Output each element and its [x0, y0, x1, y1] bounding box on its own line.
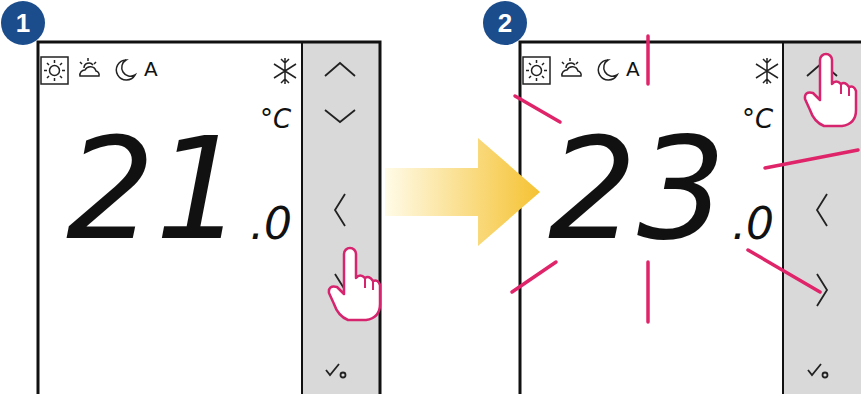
step-number: 1	[16, 10, 30, 36]
step-badge: 2	[483, 1, 527, 45]
mode-letter: A	[144, 59, 158, 79]
blink-rays	[470, 36, 858, 322]
temperature-decimal: .0	[732, 202, 774, 246]
unit-symbol: °C	[260, 106, 291, 132]
pointing-hand	[329, 248, 380, 320]
mode-letter: A	[626, 59, 640, 79]
pointing-hand	[805, 54, 856, 126]
strip-divider	[301, 42, 303, 394]
display-frame	[520, 42, 861, 394]
button-strip	[302, 43, 379, 394]
temperature-digits: 21	[66, 120, 244, 260]
button-strip	[783, 43, 861, 394]
display-frame	[38, 42, 380, 394]
temperature-decimal: .0	[250, 202, 292, 246]
mode-icons	[41, 57, 296, 84]
mode-icons	[523, 57, 778, 84]
strip-divider	[782, 42, 784, 394]
step-number: 2	[498, 10, 512, 36]
temperature-digits: 23	[548, 120, 726, 260]
button-symbols	[325, 63, 355, 378]
step-badge: 1	[1, 1, 45, 45]
unit-symbol: °C	[742, 106, 773, 132]
transition-arrow	[385, 138, 540, 246]
